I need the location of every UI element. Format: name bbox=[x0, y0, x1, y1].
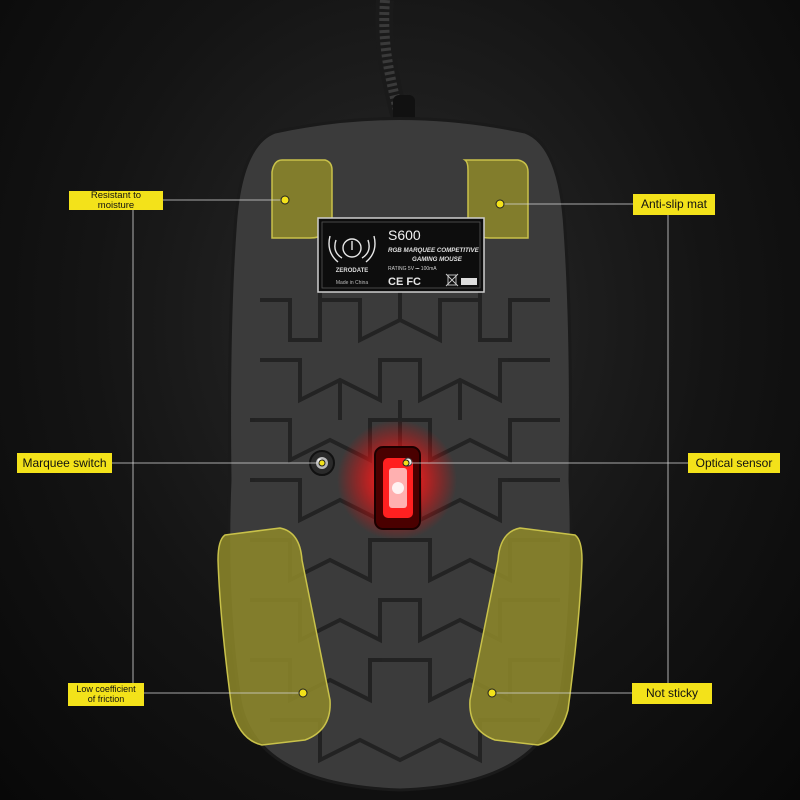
cert-marks: CE FC bbox=[388, 276, 421, 288]
label-line2: GAMING MOUSE bbox=[412, 256, 463, 263]
callout-optical-sensor: Optical sensor bbox=[688, 453, 780, 473]
anti-slip-pad-bottom-right bbox=[469, 527, 583, 746]
compliance-mark-icon bbox=[461, 278, 477, 285]
callout-low-coefficient-of-friction: Low coefficient of friction bbox=[68, 683, 144, 706]
callout-lines bbox=[112, 199, 688, 694]
rating-text: RATING 5V ⎓ 100mA bbox=[388, 266, 437, 272]
callout-anti-slip-mat: Anti-slip mat bbox=[633, 194, 715, 215]
callout-resistant-to-moisture: Resistant to moisture bbox=[69, 190, 163, 210]
label-line1: RGB MARQUEE COMPETITIVE bbox=[388, 247, 480, 254]
callout-marquee-switch: Marquee switch bbox=[17, 453, 112, 473]
origin-text: Made in China bbox=[336, 280, 368, 286]
optical-sensor bbox=[337, 420, 457, 540]
callout-not-sticky: Not sticky bbox=[632, 683, 712, 704]
callout-dots bbox=[280, 195, 505, 698]
brand-logo bbox=[328, 235, 376, 263]
braided-cable bbox=[375, 0, 415, 133]
product-label: ZERODATE Made in China S600 RGB MARQUEE … bbox=[317, 217, 485, 293]
recycle-bin-icon bbox=[445, 273, 459, 287]
model-name: S600 bbox=[388, 227, 421, 243]
brand-name: ZERODATE bbox=[336, 268, 369, 274]
